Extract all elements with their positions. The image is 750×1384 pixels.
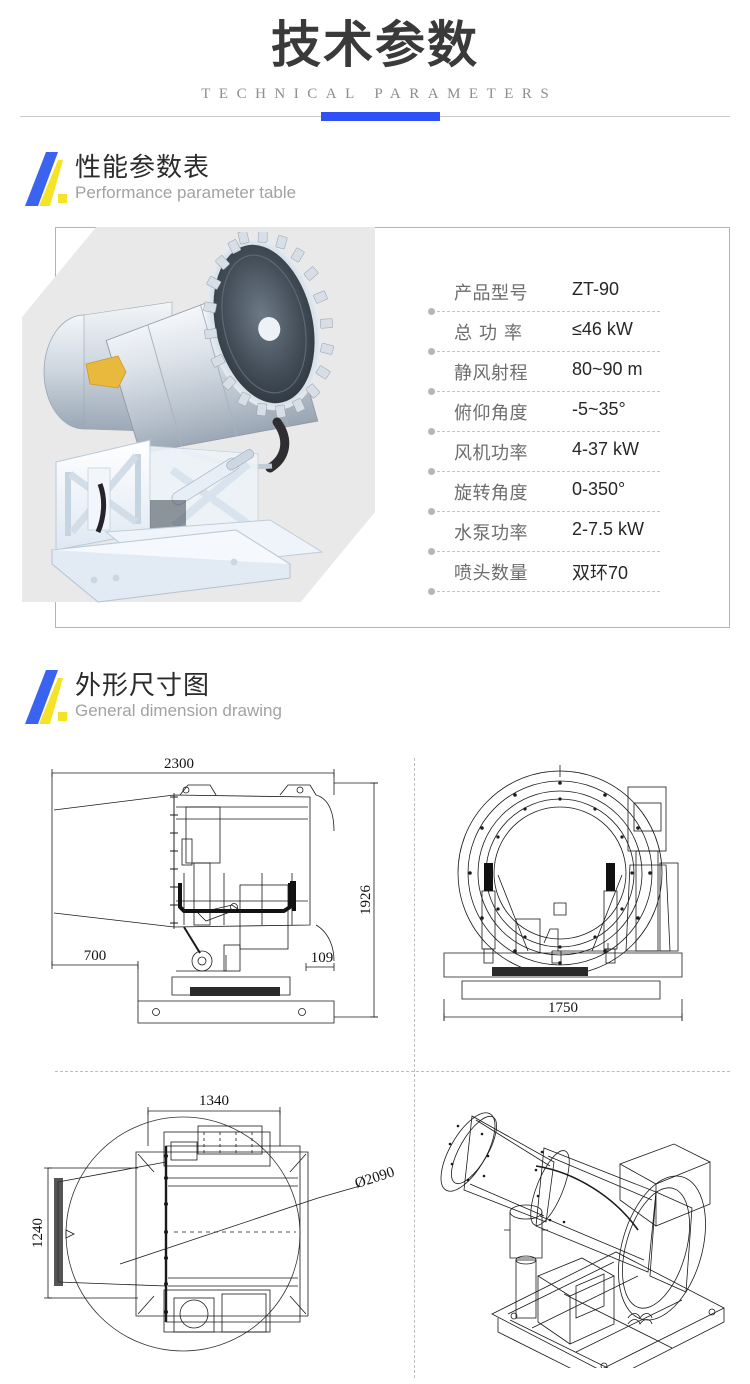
- quadrant-divider-vertical: [414, 758, 415, 1378]
- table-row: 静风射程 80~90 m: [428, 352, 668, 395]
- spec-value: -5~35°: [572, 399, 626, 419]
- spec-value: 2-7.5 kW: [572, 519, 645, 539]
- section-title-cn: 外形尺寸图: [75, 670, 211, 700]
- section-heading-dimensions: 外形尺寸图 General dimension drawing: [22, 668, 442, 730]
- row-bullet-icon: [428, 588, 435, 595]
- brand-swoosh-icon: [22, 150, 68, 212]
- table-row: 旋转角度 0-350°: [428, 472, 668, 515]
- product-photo: [22, 232, 382, 607]
- page-subtitle: TECHNICAL PARAMETERS: [201, 86, 558, 102]
- page-title: 技术参数: [271, 17, 479, 73]
- row-separator: [432, 591, 660, 592]
- table-row: 水泵功率 2-7.5 kW: [428, 512, 668, 555]
- spec-label: 喷头数量: [454, 563, 528, 583]
- section-title-en: Performance parameter table: [75, 183, 297, 202]
- dim-label: Ø2090: [353, 1164, 397, 1192]
- spec-value: 双环70: [572, 563, 629, 583]
- dim-label: 700: [84, 948, 107, 964]
- row-separator: [432, 511, 660, 512]
- spec-value: 4-37 kW: [572, 439, 640, 459]
- drawing-side-elevation: 2300 700 109 1926: [34, 755, 406, 1055]
- spec-label: 总功率: [454, 323, 529, 343]
- row-separator: [432, 351, 660, 352]
- drawing-front-elevation: 1750: [432, 755, 732, 1055]
- quadrant-divider-horizontal: [55, 1071, 730, 1072]
- table-row: 喷头数量 双环70: [428, 552, 668, 595]
- spec-label: 俯仰角度: [454, 403, 528, 423]
- spec-label: 水泵功率: [454, 523, 528, 543]
- spec-label: 静风射程: [454, 363, 528, 383]
- drawing-isometric: [424, 1100, 738, 1368]
- brand-swoosh-icon: [22, 668, 68, 730]
- row-separator: [432, 471, 660, 472]
- spec-value: 80~90 m: [572, 359, 643, 379]
- row-bullet-icon: [428, 468, 435, 475]
- dim-label: 2300: [164, 756, 194, 772]
- spec-value: ≤46 kW: [572, 319, 633, 339]
- row-bullet-icon: [428, 508, 435, 515]
- row-separator: [432, 391, 660, 392]
- table-row: 总功率 ≤46 kW: [428, 312, 668, 355]
- dim-label: 109: [311, 950, 334, 966]
- row-bullet-icon: [428, 428, 435, 435]
- spec-label: 产品型号: [454, 283, 528, 303]
- spec-label: 旋转角度: [454, 483, 528, 503]
- dim-label: 1240: [30, 1218, 46, 1248]
- dim-label: 1926: [358, 885, 374, 916]
- drawing-top-plan: 1340 1240 Ø2090: [8, 1086, 408, 1371]
- row-separator: [432, 311, 660, 312]
- table-row: 风机功率 4-37 kW: [428, 432, 668, 475]
- dim-label: 1750: [548, 1000, 578, 1016]
- section-title-cn: 性能参数表: [75, 152, 211, 182]
- table-row: 俯仰角度 -5~35°: [428, 392, 668, 435]
- section-heading-performance: 性能参数表 Performance parameter table: [22, 150, 422, 212]
- spec-table: 产品型号 ZT-90 总功率 ≤46 kW 静风射程 80~90 m 俯仰角度 …: [428, 272, 668, 595]
- header-accent-bar: [321, 112, 440, 121]
- dim-label: 1340: [199, 1093, 229, 1109]
- row-separator: [432, 551, 660, 552]
- table-row: 产品型号 ZT-90: [428, 272, 668, 315]
- row-bullet-icon: [428, 348, 435, 355]
- section-title-en: General dimension drawing: [75, 701, 282, 720]
- row-separator: [432, 431, 660, 432]
- spec-label: 风机功率: [454, 443, 528, 463]
- spec-value: ZT-90: [572, 279, 620, 299]
- dimension-drawings: 2300 700 109 1926: [0, 750, 750, 1384]
- spec-value: 0-350°: [572, 479, 626, 499]
- row-bullet-icon: [428, 548, 435, 555]
- row-bullet-icon: [428, 308, 435, 315]
- row-bullet-icon: [428, 388, 435, 395]
